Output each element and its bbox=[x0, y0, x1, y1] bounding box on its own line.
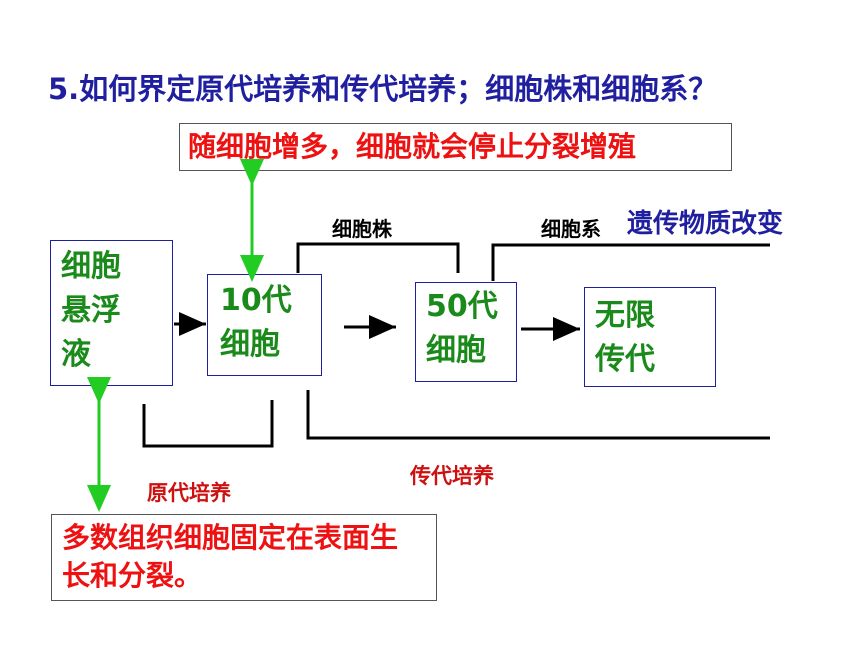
subculture-bracket bbox=[306, 390, 770, 440]
top-note-text: 随细胞增多，细胞就会停止分裂增殖 bbox=[188, 130, 637, 163]
subculture-label: 传代培养 bbox=[410, 464, 494, 488]
top-note-box: 随细胞增多，细胞就会停止分裂增殖 bbox=[179, 123, 732, 171]
question-title: 5.如何界定原代培养和传代培养；细胞株和细胞系？ bbox=[48, 72, 718, 106]
cell-strain-bracket bbox=[296, 242, 460, 273]
suspension-box: 细胞悬浮液 bbox=[50, 240, 173, 386]
bottom-note-box: 多数组织细胞固定在表面生长和分裂。 bbox=[51, 514, 437, 601]
bottom-note-text: 多数组织细胞固定在表面生长和分裂。 bbox=[62, 521, 399, 592]
gen10-box: 10代细胞 bbox=[207, 274, 322, 376]
suspension-label: 细胞悬浮液 bbox=[61, 249, 121, 372]
gen50-box: 50代细胞 bbox=[415, 282, 517, 382]
primary-culture-bracket bbox=[142, 400, 274, 448]
primary-culture-label: 原代培养 bbox=[147, 481, 231, 505]
genetic-change-label: 遗传物质改变 bbox=[627, 209, 784, 239]
cell-line-label: 细胞系 bbox=[541, 217, 601, 241]
gen10-label: 10代细胞 bbox=[220, 283, 292, 362]
gen50-label: 50代细胞 bbox=[426, 289, 498, 368]
infinite-label: 无限传代 bbox=[595, 298, 655, 377]
cell-line-bracket bbox=[491, 243, 770, 281]
infinite-box: 无限传代 bbox=[584, 287, 716, 387]
cell-strain-label: 细胞株 bbox=[332, 217, 392, 241]
